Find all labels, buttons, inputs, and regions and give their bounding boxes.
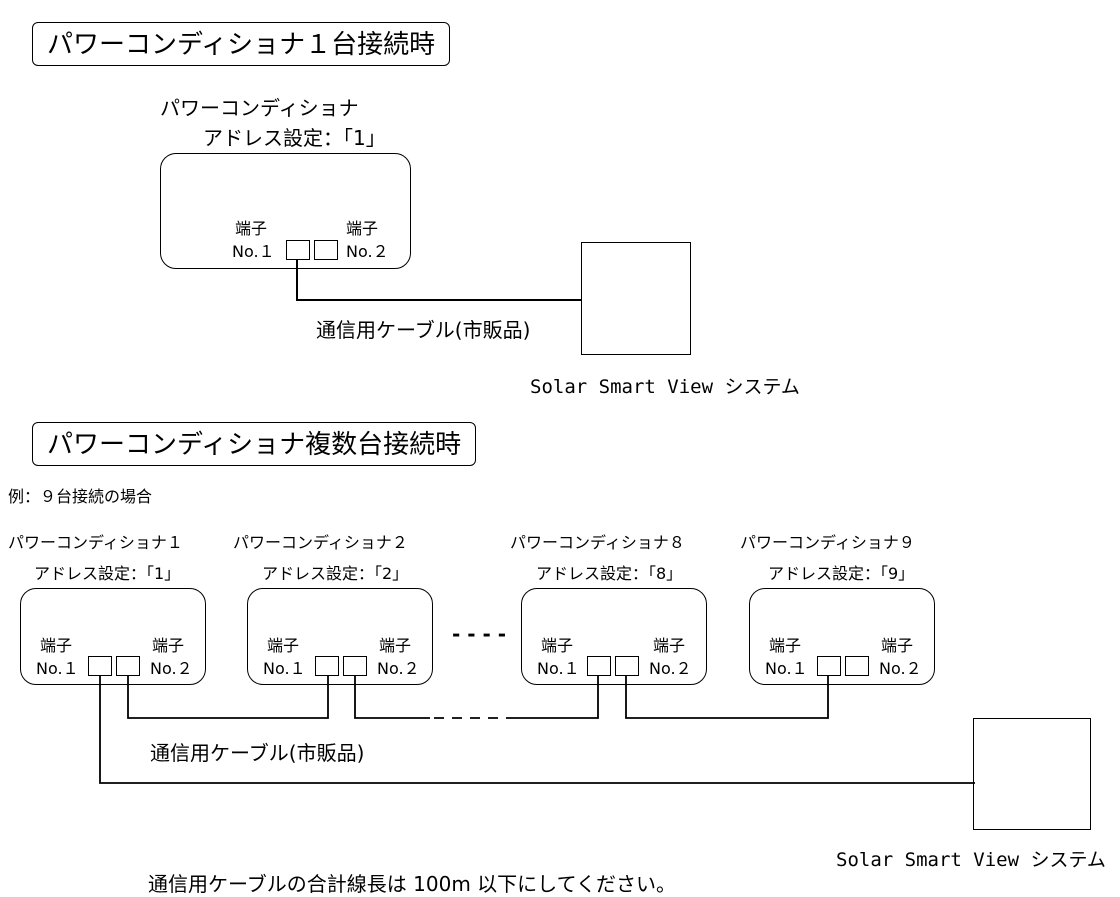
terminal-label: 端子	[653, 636, 686, 655]
terminal-label: 端子	[769, 636, 802, 655]
terminal-port	[845, 656, 869, 676]
terminal-no: No.１	[36, 659, 79, 678]
terminal-label: 端子	[379, 636, 412, 655]
terminal-label: 端子	[881, 636, 914, 655]
section1-heading-text: パワーコンディショナ１台接続時	[47, 30, 436, 60]
unit-address: アドレス設定：｢9｣	[768, 564, 907, 583]
terminal-no: No.１	[765, 659, 808, 678]
terminal-port	[315, 656, 339, 676]
terminal-right-no: No.２	[346, 242, 389, 261]
terminal-no: No.２	[879, 659, 922, 678]
terminal-port-2	[314, 240, 338, 260]
terminal-label: 端子	[40, 636, 73, 655]
pcs-unit	[160, 153, 411, 269]
terminal-no: No.２	[150, 659, 193, 678]
terminal-left-label: 端子	[235, 219, 268, 238]
unit-address: アドレス設定：｢8｣	[536, 564, 675, 583]
terminal-label: 端子	[152, 636, 185, 655]
section1-heading: パワーコンディショナ１台接続時	[32, 22, 451, 66]
terminal-left-no: No.１	[232, 242, 275, 261]
section2-heading: パワーコンディショナ複数台接続時	[32, 422, 477, 466]
terminal-port	[587, 656, 611, 676]
cable-segment	[625, 676, 829, 719]
example-label: 例：９台接続の場合	[8, 487, 153, 506]
terminal-no: No.１	[263, 659, 306, 678]
pcs-unit-9	[749, 588, 935, 685]
pcs-unit-2	[247, 588, 433, 685]
section2-heading-text: パワーコンディショナ複数台接続時	[47, 430, 462, 460]
pcs-name: パワーコンディショナ	[160, 96, 359, 120]
system-label: Solar Smart View システム	[530, 376, 800, 398]
unit-name: パワーコンディショナ１	[8, 533, 183, 552]
unit-name: パワーコンディショナ２	[233, 533, 408, 552]
unit-name: パワーコンディショナ８	[510, 533, 685, 552]
unit-name: パワーコンディショナ９	[740, 533, 915, 552]
unit-address: アドレス設定：｢2｣	[262, 564, 401, 583]
terminal-no: No.２	[377, 659, 420, 678]
cable-line-vertical	[296, 260, 298, 300]
cable-label-2: 通信用ケーブル(市販品)	[150, 741, 365, 765]
pcs-address: アドレス設定：｢1｣	[203, 126, 376, 150]
cable-segment	[354, 676, 430, 719]
cable-line-horizontal	[296, 299, 582, 301]
unit-address: アドレス設定：｢1｣	[34, 564, 173, 583]
cable-segment	[99, 676, 975, 784]
footer-note: 通信用ケーブルの合計線長は 100m 以下にしてください。	[148, 872, 676, 896]
terminal-port	[817, 656, 841, 676]
terminal-label: 端子	[267, 636, 300, 655]
terminal-right-label: 端子	[346, 219, 379, 238]
system-box	[581, 242, 691, 355]
terminal-port-1	[286, 240, 310, 260]
system-label-2: Solar Smart View システム	[836, 849, 1106, 871]
terminal-port	[88, 656, 112, 676]
terminal-no: No.１	[537, 659, 580, 678]
pcs-unit-1	[20, 588, 206, 685]
cable-label: 通信用ケーブル(市販品)	[316, 318, 531, 342]
terminal-label: 端子	[541, 636, 574, 655]
terminal-port	[615, 656, 639, 676]
ellipsis-mark: - - - -	[452, 622, 507, 646]
cable-segment	[510, 676, 599, 719]
terminal-no: No.２	[649, 659, 692, 678]
terminal-port	[343, 656, 367, 676]
cable-segment	[127, 676, 329, 719]
terminal-port	[116, 656, 140, 676]
pcs-unit-8	[521, 588, 707, 685]
system-box-2	[973, 718, 1091, 830]
